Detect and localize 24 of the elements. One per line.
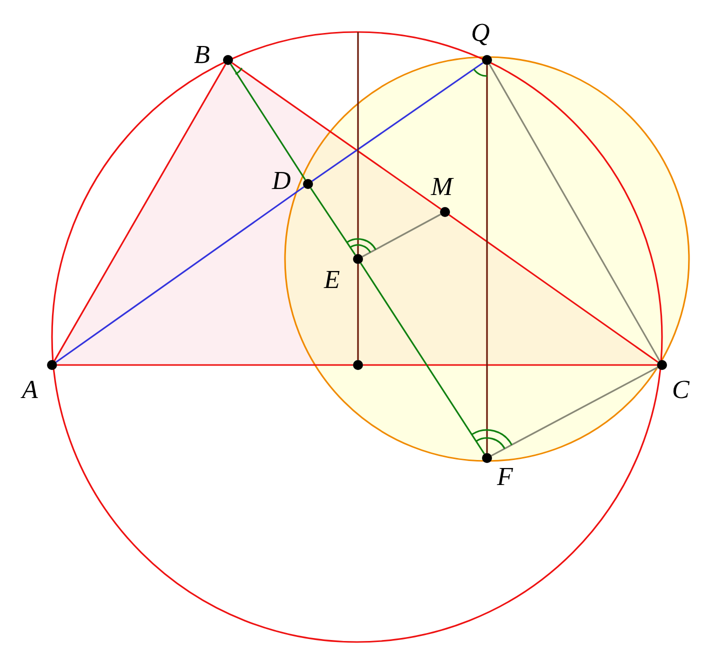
point-label: B <box>194 42 210 68</box>
point-label: F <box>497 464 513 490</box>
line-segment <box>310 188 356 256</box>
line-segment <box>362 214 441 258</box>
line-segment <box>57 364 353 366</box>
point-label: C <box>672 377 690 403</box>
line-segment <box>232 62 442 210</box>
line-segment <box>488 64 660 362</box>
line-segment <box>357 264 359 360</box>
line-segment <box>312 62 484 182</box>
line-segment <box>448 214 658 363</box>
line-segment <box>230 64 306 180</box>
line-segment <box>54 64 226 362</box>
line-segment <box>360 262 485 454</box>
line-segment <box>363 364 657 366</box>
point-label: D <box>272 168 291 194</box>
line-segment <box>357 32 359 254</box>
line-segment <box>486 65 488 453</box>
point-label: Q <box>471 20 490 46</box>
line-segment <box>56 186 304 363</box>
line-segment <box>491 366 658 456</box>
point-label: A <box>22 377 38 403</box>
point-label: E <box>324 267 340 293</box>
point-label: M <box>431 174 453 200</box>
